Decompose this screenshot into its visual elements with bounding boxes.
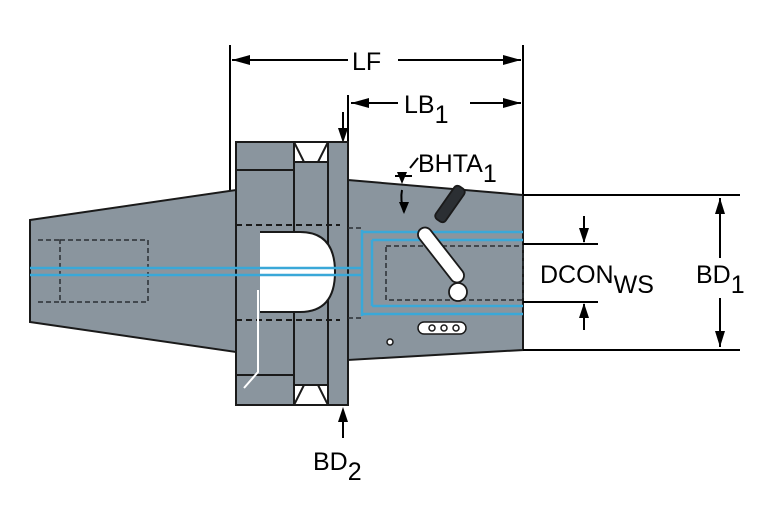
coolant-channel (30, 230, 523, 316)
lb1-arrow-right (503, 98, 521, 108)
dcon-label: DCONWS (540, 261, 654, 299)
side-screw-dot-2 (440, 324, 448, 332)
bd1-label-sub: 1 (731, 271, 745, 299)
lb1-label-sub: 1 (435, 101, 449, 129)
dcon-arrow-bottom (579, 303, 589, 318)
bd1-label: BD1 (696, 261, 745, 299)
bhta-arrow-top (397, 172, 407, 184)
bd1-arrow-top (715, 198, 725, 214)
bhta-leader (409, 157, 419, 169)
screw-body (417, 226, 465, 284)
dcon-dimension (523, 216, 598, 330)
lb1-label: LB1 (404, 91, 449, 129)
bhta-indicator (395, 157, 419, 214)
bhta-label-sub: 1 (483, 160, 497, 188)
lf-dimension (229, 45, 524, 195)
bd2-label-main: BD (313, 448, 348, 476)
dcon-label-main: DCON (540, 261, 614, 289)
lf-arrow-left (232, 55, 250, 65)
v-groove-bottom (292, 384, 330, 406)
screw-top-insert (434, 184, 466, 224)
taper-shank (29, 188, 237, 354)
side-screw-dot-1 (428, 324, 436, 332)
bd1-label-main: BD (696, 261, 731, 289)
lf-label: LF (352, 48, 381, 76)
dcon-label-sub: WS (614, 271, 654, 299)
center-bore (260, 231, 337, 313)
side-screw-dot-3 (452, 324, 460, 332)
small-hole (386, 338, 394, 346)
lb1-label-main: LB (404, 91, 435, 119)
tool-holder-body (29, 141, 524, 406)
bd2-label: BD2 (313, 448, 362, 486)
bd1-arrow-bottom (715, 331, 725, 347)
shank-pocket-outline (59, 239, 149, 303)
bd2-label-sub: 2 (348, 458, 362, 486)
dcon-arrow-top (579, 228, 589, 243)
bd1-dimension (523, 194, 740, 351)
screw-head (448, 282, 468, 302)
bhta-label-main: BHTA (418, 150, 483, 178)
shank-pocket (38, 239, 149, 303)
bd2-bottom-arrow (338, 407, 348, 422)
lb1-dimension (338, 95, 521, 143)
lb1-arrow-left (351, 98, 369, 108)
lf-arrow-right (503, 55, 521, 65)
bhta-arrow-bottom (399, 202, 409, 214)
bhta-label: BHTA1 (418, 150, 497, 188)
bd2-dimension (338, 407, 348, 438)
key-slot (243, 290, 259, 389)
bd2-top-arrow (338, 128, 348, 143)
v-groove-top (292, 141, 330, 163)
side-screw (386, 321, 467, 346)
key-slot-line (243, 290, 259, 389)
clamp-screw (417, 184, 468, 302)
